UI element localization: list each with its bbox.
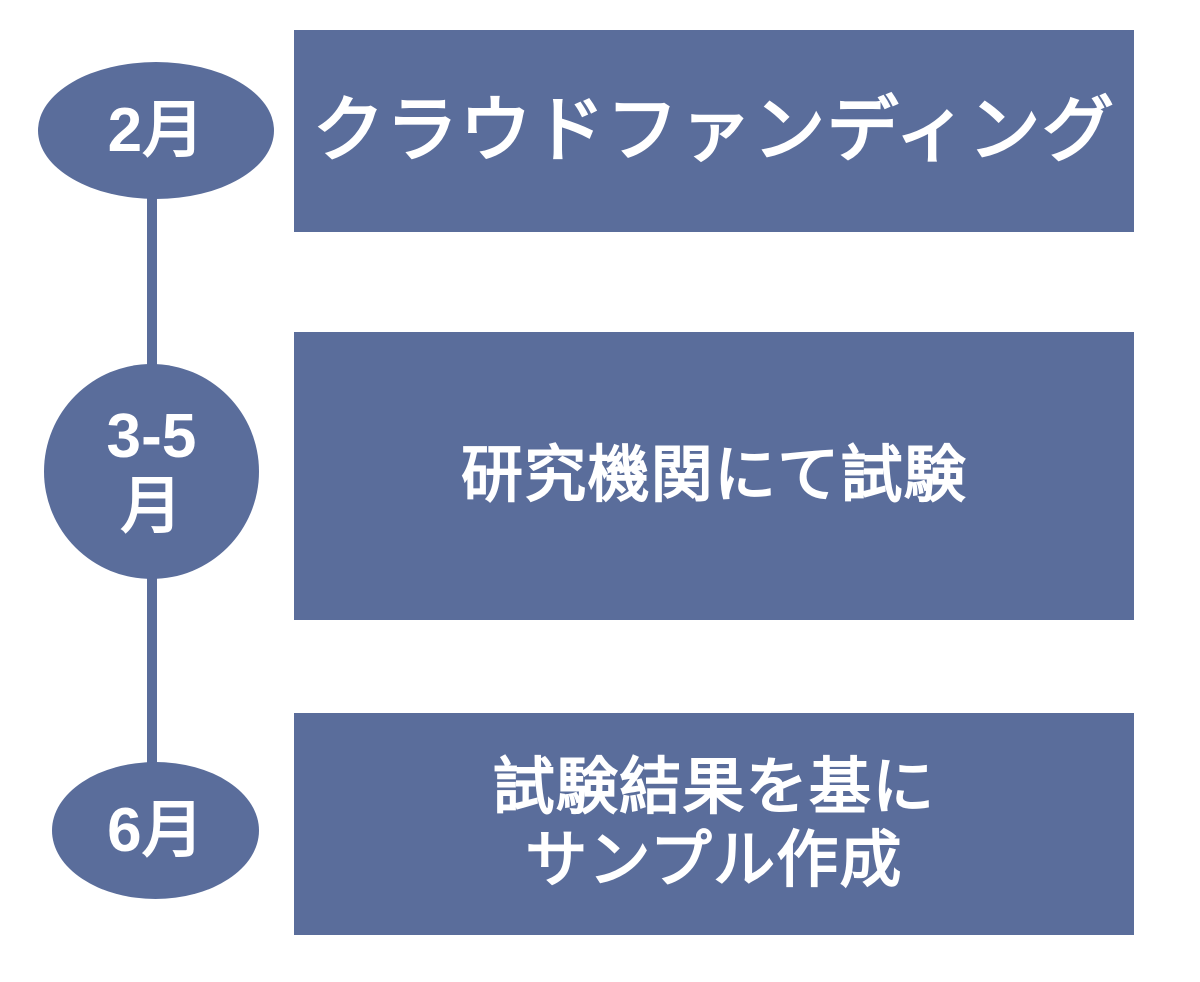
timeline-phase-label: 研究機関にて試験 — [461, 440, 967, 510]
timeline-marker-february: 2月 — [38, 62, 274, 199]
timeline-marker-march-to-may: 3-5 月 — [44, 364, 259, 579]
timeline-marker-june: 6月 — [52, 762, 259, 899]
timeline-phase-sample-creation: 試験結果を基に サンプル作成 — [294, 713, 1134, 935]
timeline-marker-label: 3-5 月 — [106, 402, 197, 541]
timeline-connector-2 — [147, 500, 157, 840]
timeline-phase-research-testing: 研究機関にて試験 — [294, 332, 1134, 620]
timeline-phase-label: クラウドファンディング — [312, 90, 1116, 171]
timeline-marker-label: 2月 — [107, 95, 205, 165]
timeline-phase-crowdfunding: クラウドファンディング — [294, 30, 1134, 232]
timeline-phase-label: 試験結果を基に サンプル作成 — [492, 752, 936, 895]
timeline-marker-label: 6月 — [107, 795, 204, 865]
timeline-connector-1 — [147, 150, 157, 430]
